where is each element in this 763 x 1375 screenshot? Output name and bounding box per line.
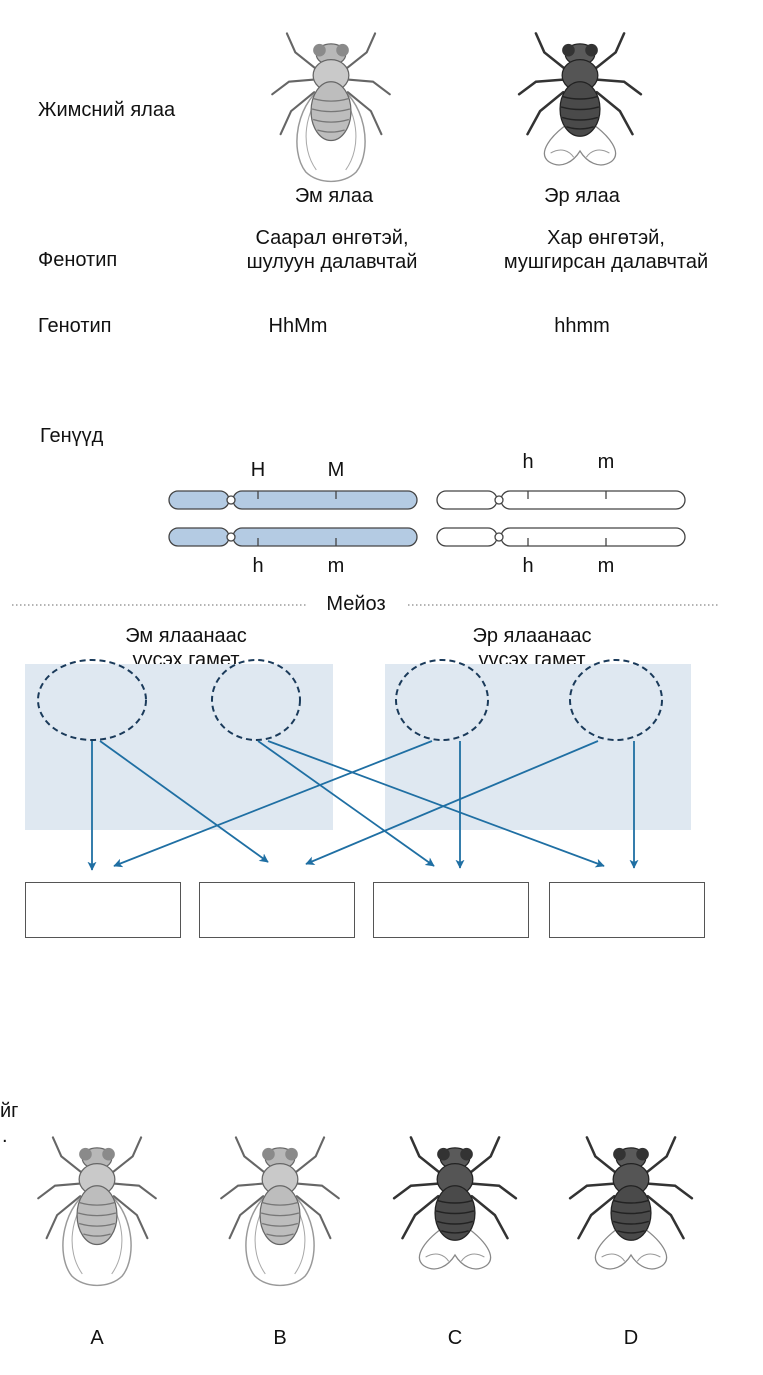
row-label-phenotype: Фенотип <box>38 249 118 271</box>
offspring-d-dark-fly-icon <box>568 1136 694 1271</box>
male-phenotype: Хар өнгөтэй, мушгирсан далавчтай <box>503 227 709 273</box>
cross-arrows <box>87 740 639 871</box>
offspring-box-c[interactable] <box>373 882 529 938</box>
female-chromosomes <box>168 490 418 547</box>
offspring-letter-d: D <box>623 1327 639 1349</box>
female-phenotype: Саарал өнгөтэй, шулуун далавчтай <box>246 227 418 273</box>
male-allele-bottom-1: h <box>522 555 534 577</box>
offspring-box-b[interactable] <box>199 882 355 938</box>
offspring-box-d[interactable] <box>549 882 705 938</box>
fruit-fly-dark-icon <box>517 32 643 167</box>
offspring-a-gray-fly-icon <box>37 1136 157 1287</box>
fruit-fly-gray-icon <box>271 32 391 183</box>
male-chromosomes <box>436 490 686 547</box>
male-fly-name: Эр ялаа <box>544 185 620 207</box>
female-gamete-circle-1 <box>37 659 147 741</box>
row-label-genotype: Генотип <box>38 315 112 337</box>
row-label-fly: Жимсний ялаа <box>38 99 176 121</box>
female-allele-bottom-2: m <box>327 555 345 577</box>
side-text-fragment-2: . <box>2 1125 8 1147</box>
male-gamete-circle-2 <box>569 659 663 741</box>
offspring-box-a[interactable] <box>25 882 181 938</box>
offspring-c-dark-fly-icon <box>392 1136 518 1271</box>
male-allele-top-2: m <box>597 451 615 473</box>
male-allele-top-1: h <box>522 451 534 473</box>
meiosis-label: Мейоз <box>320 592 392 616</box>
female-allele-top-2: M <box>327 459 345 481</box>
side-text-fragment-1: йг <box>0 1100 19 1122</box>
offspring-letter-b: B <box>273 1327 287 1349</box>
male-allele-bottom-2: m <box>597 555 615 577</box>
male-gamete-panel <box>385 664 691 830</box>
row-label-genes: Генүүд <box>40 425 104 447</box>
female-allele-top-1: H <box>250 459 266 481</box>
offspring-b-gray-fly-icon <box>220 1136 340 1287</box>
female-allele-bottom-1: h <box>252 555 264 577</box>
female-genotype: HhMm <box>268 315 328 337</box>
offspring-letter-a: A <box>90 1327 104 1349</box>
female-fly-name: Эм ялаа <box>294 185 374 207</box>
male-gamete-circle-1 <box>395 659 489 741</box>
male-genotype: hhmm <box>554 315 610 337</box>
female-gamete-circle-2 <box>211 659 301 741</box>
offspring-letter-c: C <box>447 1327 463 1349</box>
